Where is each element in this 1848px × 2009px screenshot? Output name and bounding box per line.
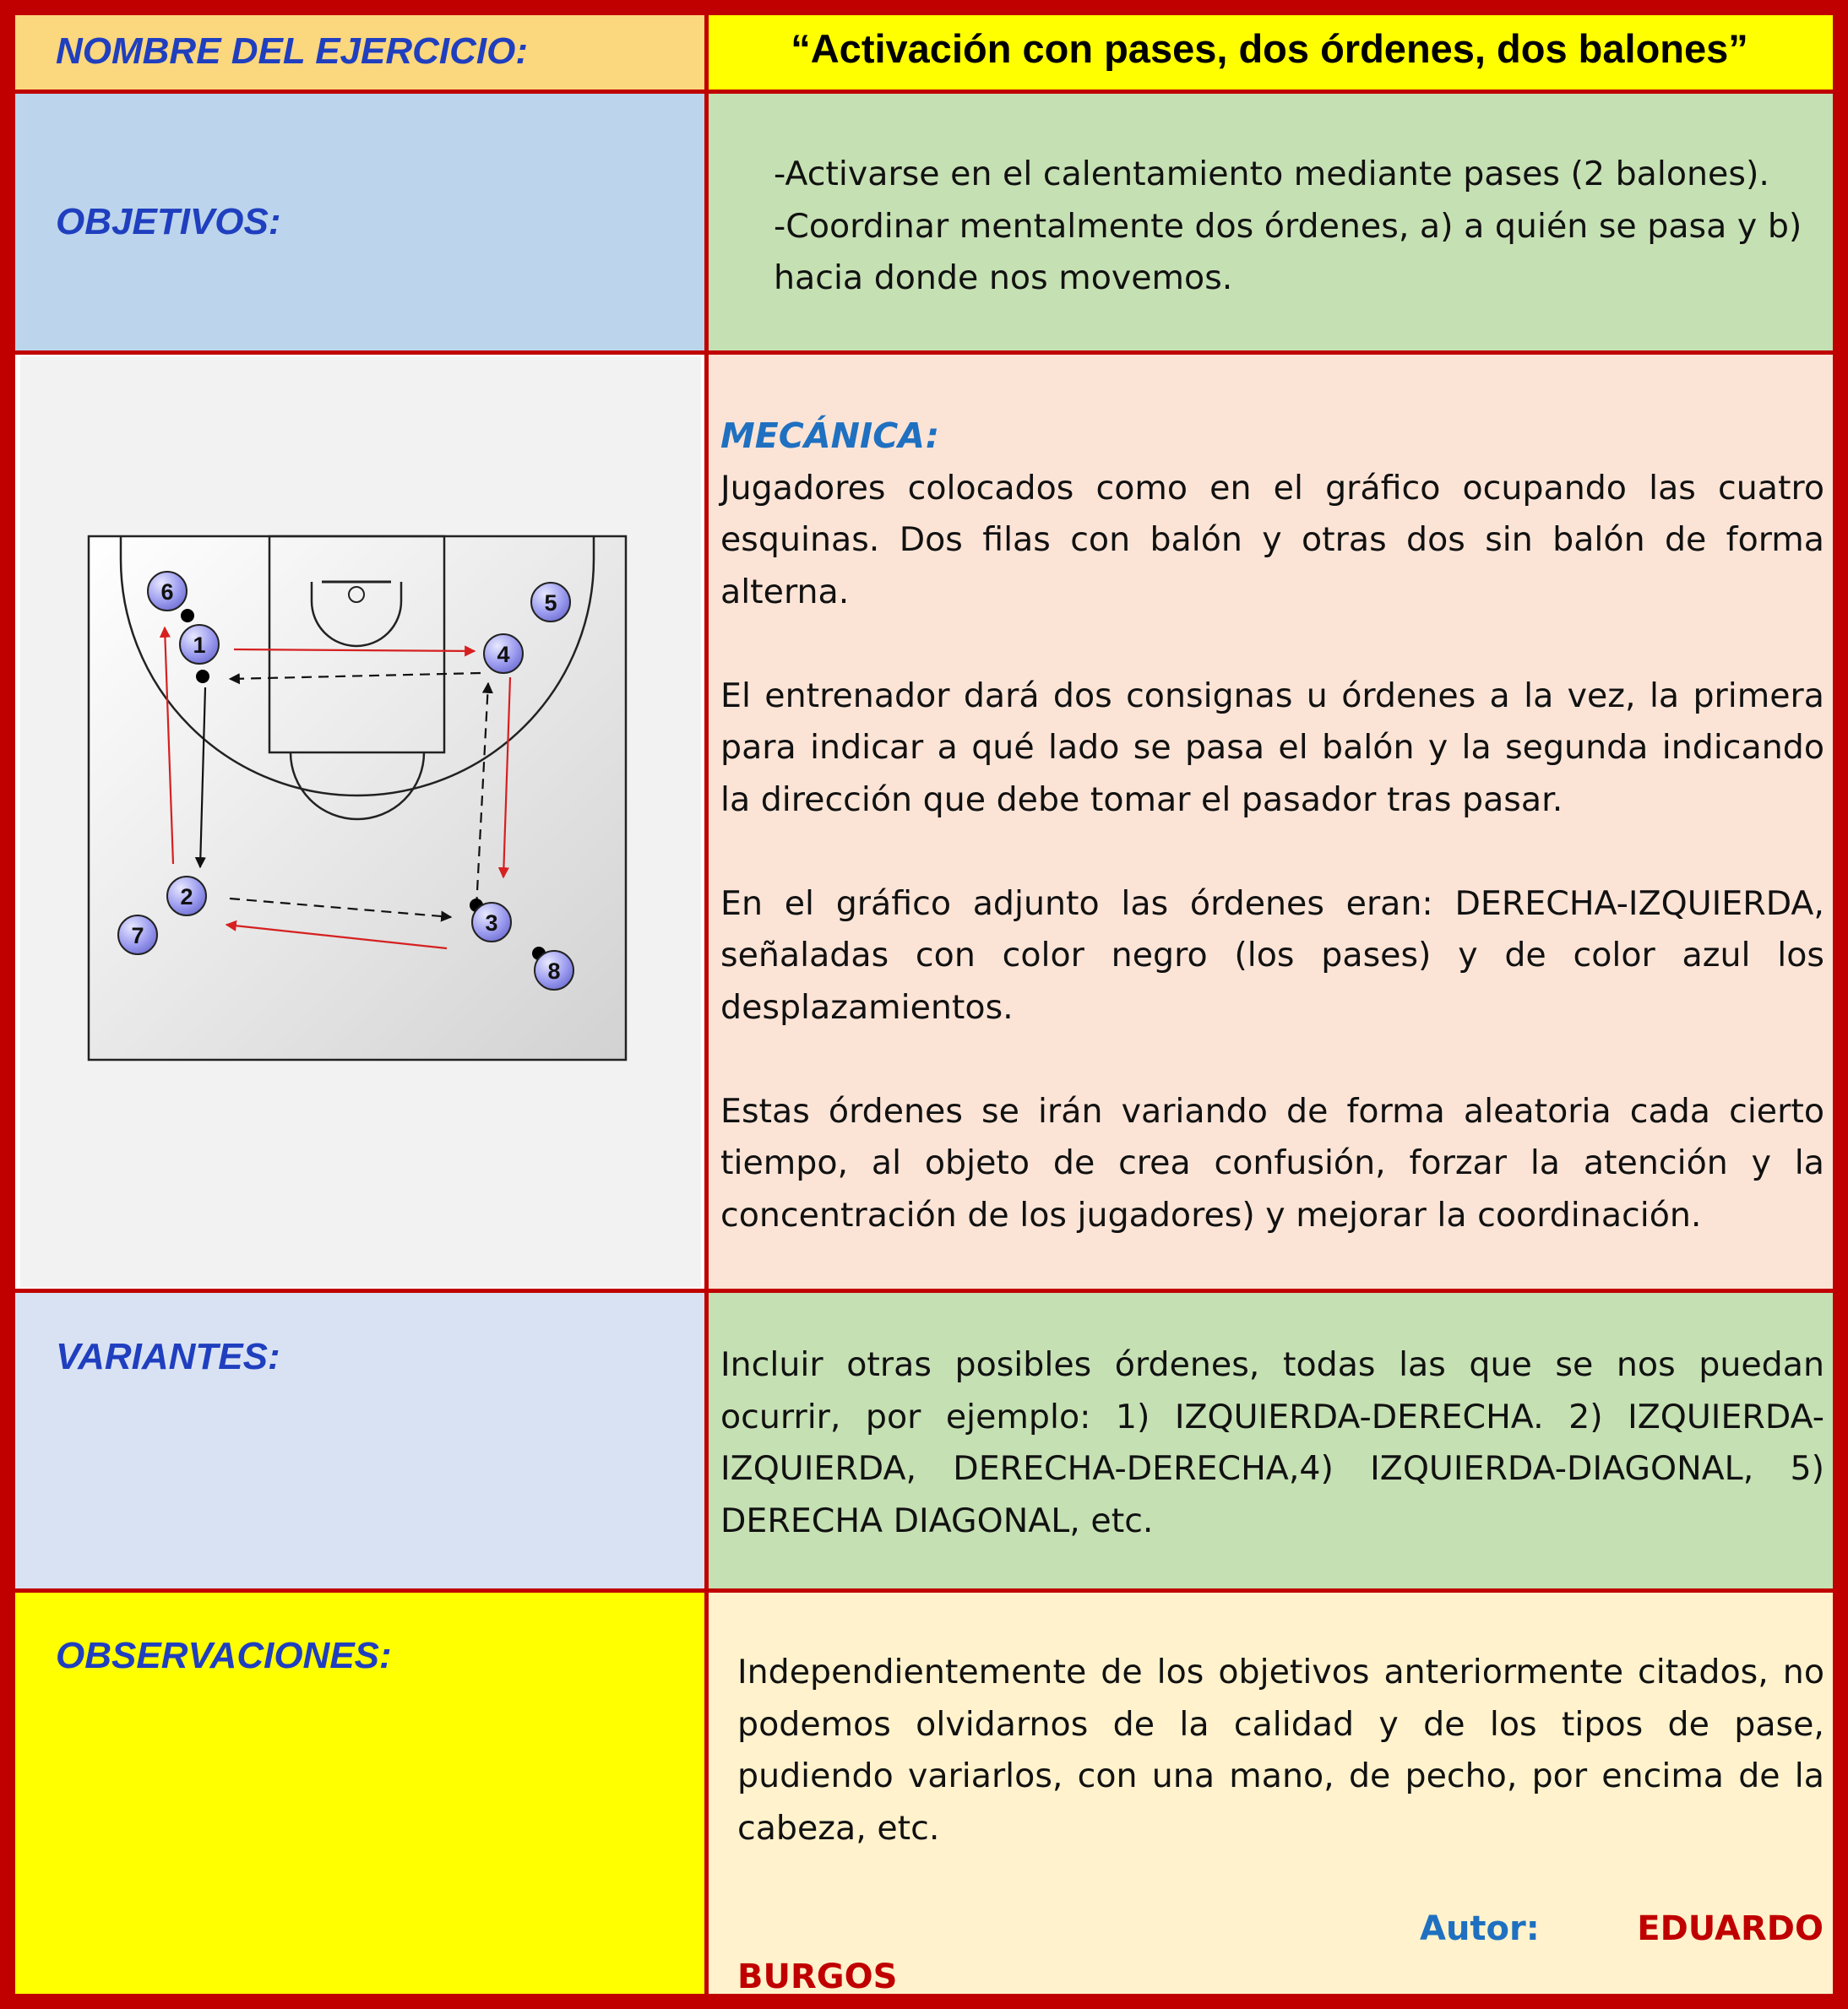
- column-divider: [704, 0, 709, 2009]
- player-1-label: 1: [193, 633, 205, 658]
- player-6-label: 6: [160, 579, 173, 605]
- player-5-label: 5: [544, 590, 557, 616]
- objetivos-left-cell: [15, 93, 708, 353]
- mecanica-paragraph-1: Jugadores colocados como en el gráfico o…: [720, 468, 1824, 611]
- observaciones-left-cell: [15, 1590, 708, 1994]
- player-2-label: 2: [180, 884, 193, 909]
- objetivos-line-1: -Activarse en el calentamiento mediante …: [774, 155, 1769, 193]
- player-8: 8: [534, 950, 574, 991]
- player-3: 3: [471, 902, 512, 942]
- player-3-label: 3: [485, 910, 497, 936]
- player-1: 1: [179, 624, 220, 665]
- mecanica-cell: [708, 353, 1833, 1290]
- exercise-name-label: NOMBRE DEL EJERCICIO:: [56, 30, 529, 72]
- mecanica-paragraph-2: El entrenador dará dos consignas u órden…: [720, 676, 1824, 819]
- variantes-left-cell: [15, 1290, 708, 1590]
- player-4: 4: [483, 633, 524, 674]
- player-7: 7: [117, 915, 158, 955]
- observaciones-right-cell: [708, 1590, 1833, 1994]
- pass-arrows: [194, 671, 493, 922]
- objetivos-line-2: -Coordinar mentalmente dos órdenes, a) a…: [774, 206, 1802, 246]
- header-left-cell: [15, 15, 708, 93]
- player-4-label: 4: [497, 642, 509, 667]
- basketball-court-diagram: 6 1 5 4 2 7 3 8: [20, 356, 701, 1287]
- player-6: 6: [147, 571, 188, 611]
- objetivos-line-3: hacia donde nos movemos.: [774, 258, 1233, 297]
- mecanica-paragraph-4: Estas órdenes se irán variando de forma …: [720, 1091, 1824, 1235]
- row-divider-2: [0, 350, 1848, 355]
- mecanica-heading: MECÁNICA:: [720, 415, 940, 456]
- mecanica-paragraph-3: En el gráfico adjunto las órdenes eran: …: [720, 883, 1824, 1027]
- variantes-right-cell: [708, 1290, 1833, 1590]
- players: 6 1 5 4 2 7 3 8: [117, 571, 574, 991]
- player-5: 5: [530, 582, 571, 622]
- row-divider-3: [0, 1289, 1848, 1293]
- observaciones-label: OBSERVACIONES:: [56, 1635, 392, 1676]
- exercise-title: “Activación con pases, dos órdenes, dos …: [791, 26, 1748, 71]
- variantes-text: Incluir otras posibles órdenes, todas la…: [720, 1345, 1824, 1540]
- mecanica-section: MECÁNICA: Jugadores colocados como en el…: [720, 410, 1824, 1241]
- row-divider-4: [0, 1588, 1848, 1593]
- author-last-name: BURGOS: [737, 1957, 898, 1996]
- observaciones-text: Independientemente de los objetivos ante…: [737, 1653, 1824, 1848]
- author-first-name: EDUARDO: [1637, 1909, 1824, 1948]
- objetivos-right-cell: [708, 93, 1833, 353]
- player-2: 2: [166, 876, 207, 916]
- objetivos-label: OBJETIVOS:: [56, 201, 281, 242]
- movement-arrows: [159, 626, 512, 950]
- balls: [181, 609, 546, 960]
- variantes-label: VARIANTES:: [56, 1336, 280, 1377]
- author-label: Autor:: [1420, 1909, 1540, 1948]
- player-7-label: 7: [131, 923, 144, 948]
- row-divider-1: [0, 90, 1848, 94]
- header-right-cell: [708, 15, 1833, 93]
- objetivos-text: -Activarse en el calentamiento mediante …: [774, 149, 1829, 305]
- player-8-label: 8: [547, 958, 560, 984]
